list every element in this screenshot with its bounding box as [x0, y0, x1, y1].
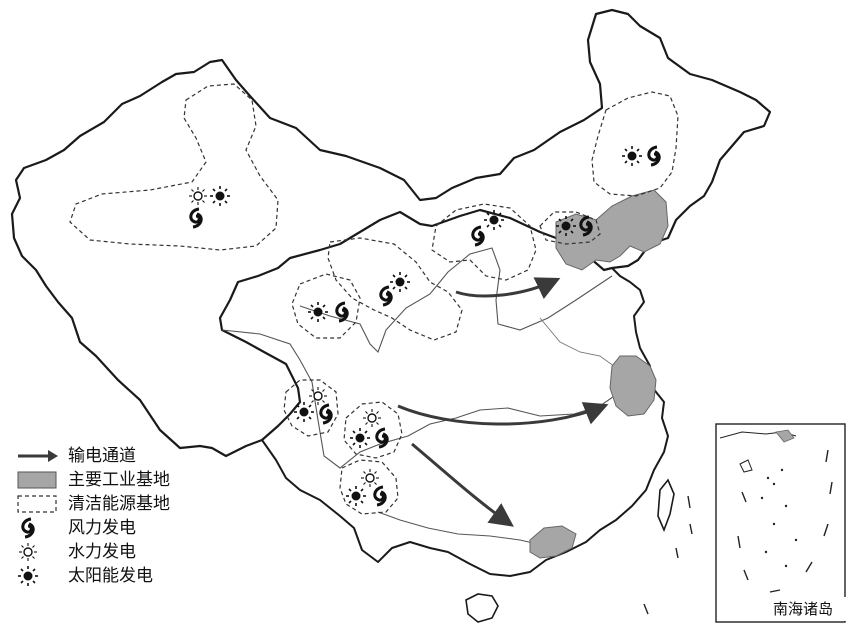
legend-item-transmission: 输电通道: [16, 444, 266, 468]
legend-label: 太阳能发电: [68, 566, 153, 586]
industrial-base-east: [609, 355, 657, 417]
legend-item-solar: 太阳能发电: [16, 564, 266, 588]
legend-label: 风力发电: [68, 518, 136, 538]
clean-base-northeast: [591, 91, 679, 197]
clean-base-yunnan-south: [339, 459, 399, 515]
dashed-box-icon: [17, 495, 57, 513]
clean-base-gansu: [327, 237, 463, 341]
solar-icon: [17, 565, 39, 587]
province-line-east: [539, 317, 623, 373]
transmission-arrow-south: [411, 442, 514, 527]
clean-base-xinjiang: [69, 83, 279, 251]
hydro-icon: [18, 542, 38, 562]
clean-base-qinghai: [291, 273, 361, 339]
legend-label: 输电通道: [68, 446, 136, 466]
legend-label: 主要工业基地: [68, 470, 170, 490]
legend-item-wind: 风力发电: [16, 516, 266, 540]
hainan-island: [465, 593, 499, 623]
industrial-area-icon: [17, 471, 57, 489]
industrial-base-north: [555, 189, 669, 271]
pearl-river: [377, 511, 547, 547]
wind-icon: [21, 517, 35, 539]
legend-item-hydro: 水力发电: [16, 540, 266, 564]
clean-base-yunnan-north: [343, 401, 403, 459]
southern-border: [261, 267, 669, 577]
clean-base-hebei: [539, 211, 601, 245]
taiwan-island: [657, 478, 675, 533]
inset-label: 南海诸岛: [758, 597, 848, 621]
transmission-arrow-central: [397, 402, 609, 426]
clean-base-sichuan: [283, 379, 339, 437]
clean-base-inner-mongolia: [431, 203, 537, 281]
map-legend: 输电通道 主要工业基地 清洁能源基地 风力发电 水力发电 太阳能发电: [16, 444, 266, 588]
legend-item-industrial: 主要工业基地: [16, 468, 266, 492]
yangtze-river: [221, 329, 641, 469]
transmission-arrow-north: [455, 277, 561, 300]
south-china-sea-inset: [715, 423, 846, 623]
legend-label: 清洁能源基地: [68, 494, 170, 514]
legend-label: 水力发电: [68, 542, 136, 562]
yellow-river: [299, 247, 613, 353]
industrial-base-south: [529, 525, 577, 559]
transmission-arrow-icon: [18, 450, 58, 462]
legend-item-clean-energy: 清洁能源基地: [16, 492, 266, 516]
